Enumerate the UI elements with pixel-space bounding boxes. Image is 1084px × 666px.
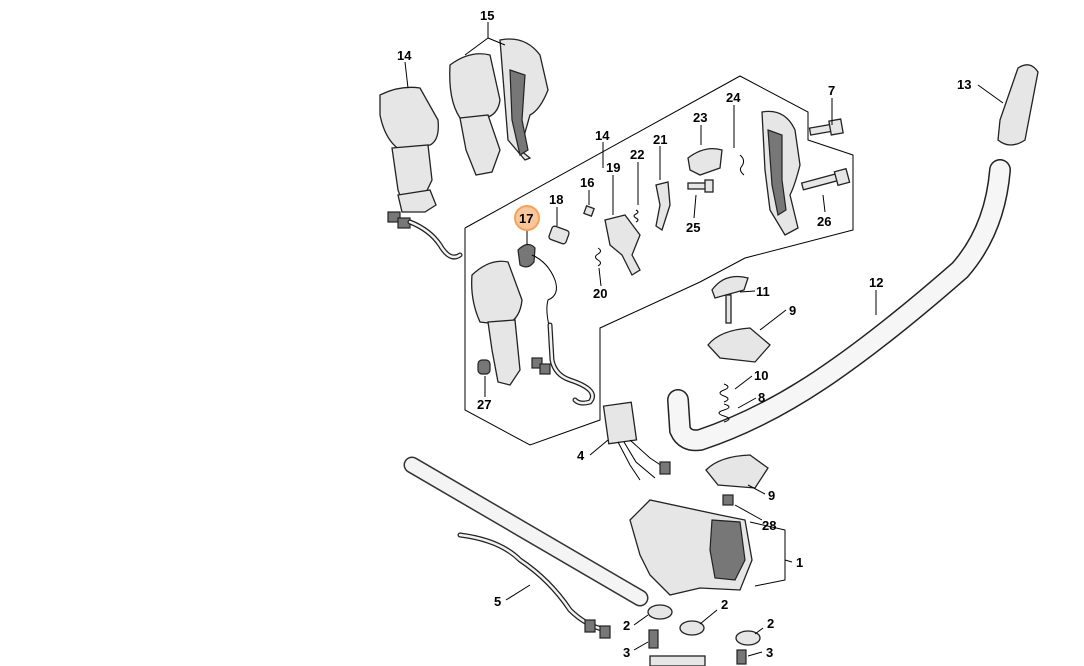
callout-27[interactable]: 27	[477, 397, 491, 412]
callout-25[interactable]: 25	[686, 220, 700, 235]
housing-1[interactable]	[629, 499, 753, 596]
callout-12[interactable]: 12	[869, 275, 883, 290]
callout-9-top[interactable]: 9	[789, 303, 796, 318]
handlebar-12[interactable]	[667, 159, 1011, 452]
handle-15[interactable]	[449, 38, 549, 176]
callout-28[interactable]: 28	[762, 518, 776, 533]
nut-16[interactable]	[583, 205, 595, 217]
callout-2-right[interactable]: 2	[767, 616, 774, 631]
bracket-1	[749, 521, 786, 587]
screw-3a[interactable]	[648, 629, 659, 649]
callout-20[interactable]: 20	[593, 286, 607, 301]
grip-13[interactable]	[997, 64, 1039, 146]
handle-14-top[interactable]	[379, 86, 463, 260]
screw-25[interactable]	[687, 179, 714, 193]
handle-half-24[interactable]	[739, 110, 801, 236]
callout-13[interactable]: 13	[957, 77, 971, 92]
callout-2-mid[interactable]: 2	[721, 597, 728, 612]
callout-3-left[interactable]: 3	[623, 645, 630, 660]
callout-7[interactable]: 7	[828, 83, 835, 98]
lock-19[interactable]	[604, 214, 641, 276]
screw-7[interactable]	[808, 118, 844, 136]
connector-4[interactable]	[602, 401, 671, 481]
callout-16[interactable]: 16	[580, 175, 594, 190]
bushing-27[interactable]	[477, 359, 491, 375]
callout-8[interactable]: 8	[758, 390, 765, 405]
assembly-frame	[464, 75, 854, 446]
highlight-17	[514, 205, 540, 231]
callout-15[interactable]: 15	[480, 8, 494, 23]
screw-26[interactable]	[800, 167, 851, 191]
callout-labels: 14 15 7 13 24 23 14 21 22 19 16 18 17 25…	[397, 8, 971, 660]
clip-2a[interactable]	[647, 604, 673, 620]
clip-2b[interactable]	[679, 620, 705, 636]
callout-11[interactable]: 11	[756, 284, 770, 299]
clamp-9-bottom[interactable]	[705, 454, 769, 489]
screw-28[interactable]	[722, 494, 734, 506]
callout-17[interactable]: 17	[519, 211, 533, 226]
switch-17[interactable]	[517, 243, 557, 331]
callout-3-right[interactable]: 3	[766, 645, 773, 660]
callout-18[interactable]: 18	[549, 192, 563, 207]
lever-23[interactable]	[687, 147, 723, 176]
spring-20[interactable]	[595, 247, 601, 267]
callout-5[interactable]: 5	[494, 594, 501, 609]
callout-1[interactable]: 1	[796, 555, 803, 570]
callout-4[interactable]: 4	[577, 448, 585, 463]
callout-2-left[interactable]: 2	[623, 618, 630, 633]
spring-8[interactable]	[718, 403, 730, 423]
callout-9-bottom[interactable]: 9	[768, 488, 775, 503]
handle-14-lower[interactable]	[471, 260, 595, 406]
callout-26[interactable]: 26	[817, 214, 831, 229]
leader-lines	[404, 22, 1004, 657]
trigger-21[interactable]	[655, 181, 671, 232]
callout-14[interactable]: 14	[397, 48, 412, 63]
clip-2c[interactable]	[735, 630, 761, 646]
spring-18[interactable]	[548, 225, 570, 245]
knob-11[interactable]	[711, 275, 749, 324]
callout-23[interactable]: 23	[693, 110, 707, 125]
screw-3b[interactable]	[736, 649, 747, 665]
callout-10[interactable]: 10	[754, 368, 768, 383]
shaft-5[interactable]	[403, 456, 649, 639]
spring-10[interactable]	[719, 383, 729, 403]
callout-14-frame[interactable]: 14	[595, 128, 610, 143]
callout-22[interactable]: 22	[630, 147, 644, 162]
spring-22[interactable]	[633, 209, 639, 223]
callout-19[interactable]: 19	[606, 160, 620, 175]
callout-24[interactable]: 24	[726, 90, 741, 105]
base-plate	[649, 655, 706, 666]
clamp-9-top[interactable]	[707, 327, 771, 363]
callout-21[interactable]: 21	[653, 132, 667, 147]
